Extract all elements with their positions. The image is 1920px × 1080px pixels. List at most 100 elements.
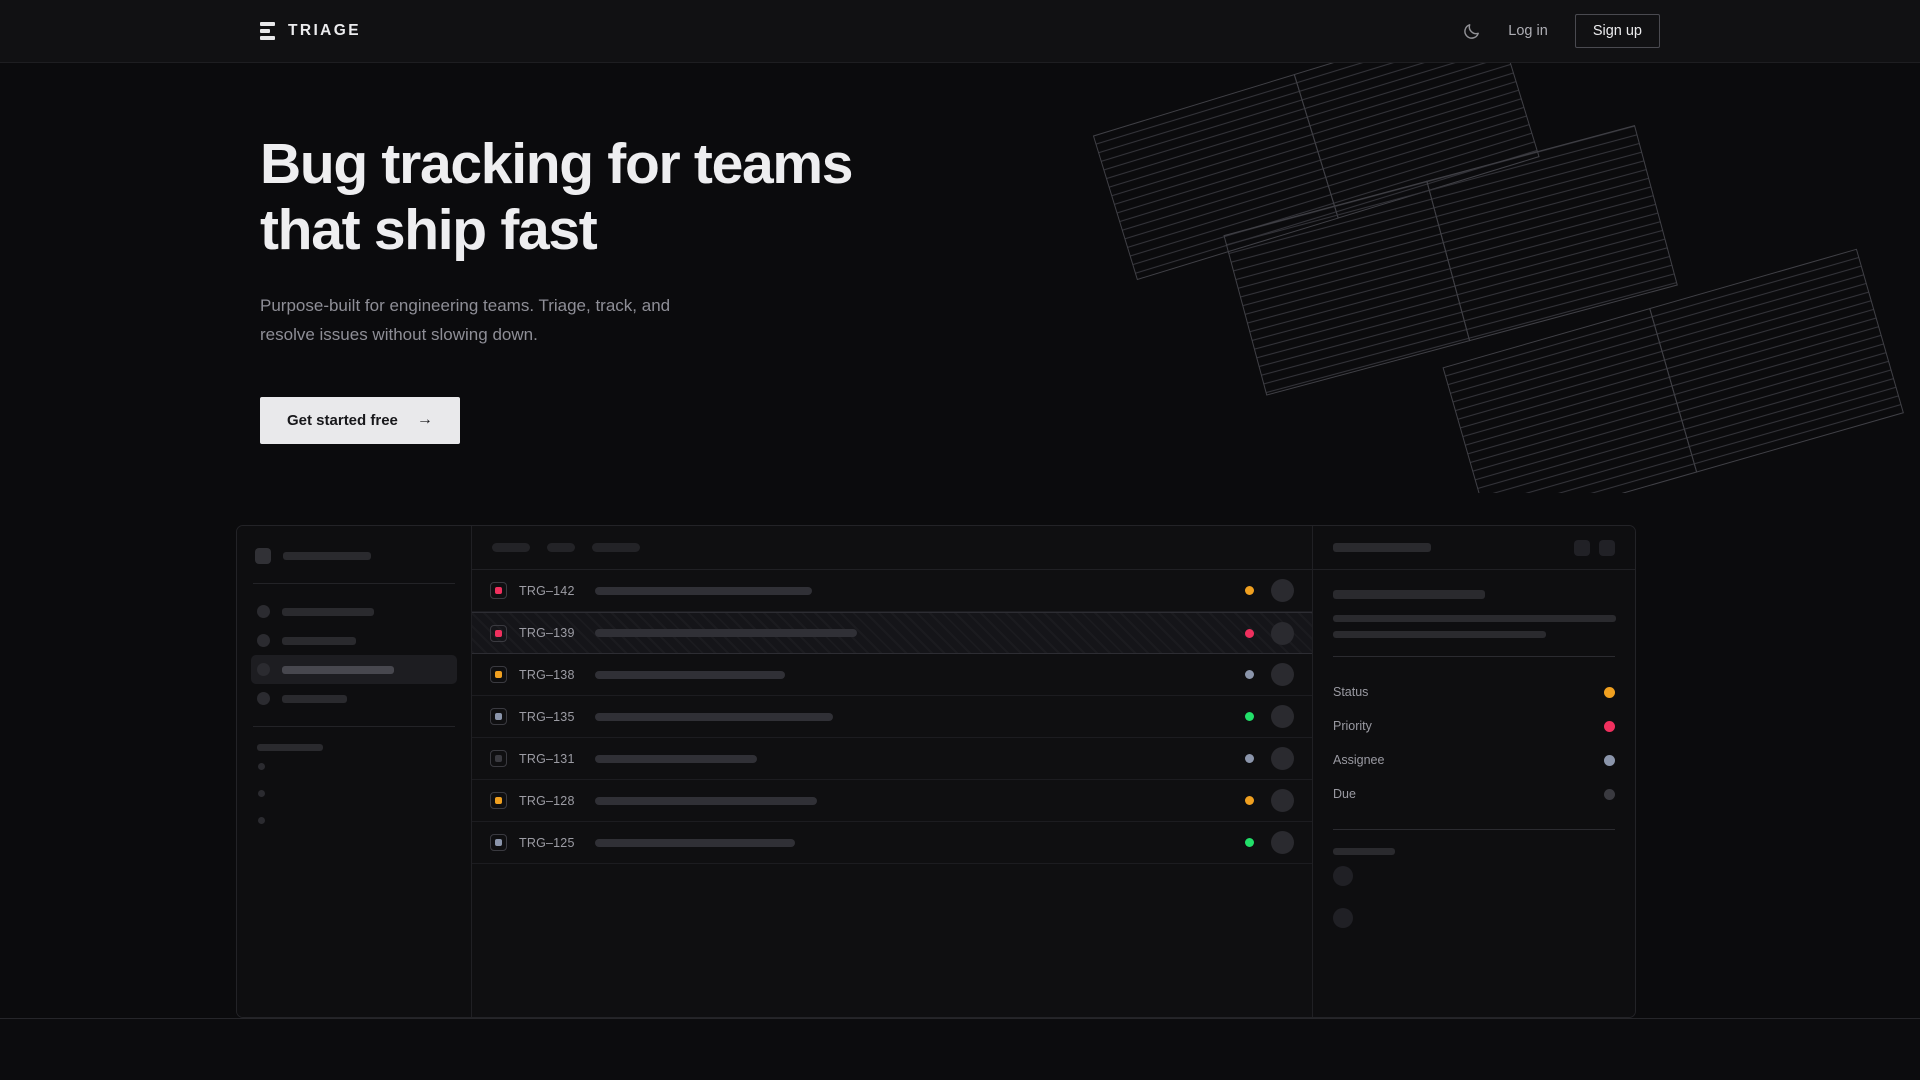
workspace-switcher[interactable]: [251, 542, 457, 570]
issue-title-placeholder: [595, 754, 757, 763]
nav-item-icon: [257, 605, 270, 618]
status-dot: [1245, 670, 1254, 679]
filter-chip-3[interactable]: [592, 543, 640, 552]
login-button[interactable]: Log in: [1508, 23, 1548, 39]
meta-label: Assignee: [1333, 753, 1385, 767]
sidebar-nav-item-4[interactable]: [251, 684, 457, 713]
issue-id: TRG–125: [519, 835, 575, 850]
nav-item-label-placeholder: [282, 694, 347, 703]
meta-value-dot: [1604, 686, 1615, 698]
filter-chip-1[interactable]: [492, 543, 530, 552]
brand-logo[interactable]: TRIAGE: [260, 22, 361, 40]
table-row[interactable]: TRG–131: [472, 738, 1312, 780]
get-started-button[interactable]: Get started free →: [260, 396, 460, 444]
table-row[interactable]: TRG–125: [472, 822, 1312, 864]
sidebar-subitem-1[interactable]: [251, 753, 457, 780]
subitem-dot-icon: [258, 817, 265, 824]
comments-label-placeholder: [1333, 848, 1395, 855]
detail-divider-meta: [1333, 656, 1615, 657]
assignee-avatar[interactable]: [1271, 663, 1294, 686]
sidebar-nav-item-3[interactable]: [251, 655, 457, 684]
hero-subtitle: Purpose-built for engineering teams. Tri…: [260, 296, 671, 345]
meta-label: Priority: [1333, 719, 1372, 733]
assignee-avatar[interactable]: [1271, 705, 1294, 728]
issue-id: TRG–139: [519, 626, 575, 640]
nav-item-icon: [257, 634, 270, 647]
assignee-avatar[interactable]: [1271, 789, 1294, 812]
table-row[interactable]: TRG–128: [472, 780, 1312, 822]
meta-value-dot: [1604, 788, 1615, 800]
table-row[interactable]: TRG–138: [472, 654, 1312, 696]
brand-name: TRIAGE: [288, 22, 361, 39]
priority-chip[interactable]: [490, 750, 507, 767]
comment-avatar: [1333, 866, 1353, 886]
sidebar-divider-top: [253, 583, 455, 584]
status-dot: [1245, 754, 1254, 763]
sidebar-nav-item-1[interactable]: [251, 597, 457, 626]
meta-row-due[interactable]: Due: [1333, 777, 1615, 811]
meta-row-status[interactable]: Status: [1333, 675, 1615, 709]
detail-title-placeholder: [1333, 543, 1431, 552]
workspace-avatar-icon: [255, 548, 271, 564]
issue-id: TRG–131: [519, 751, 575, 766]
issue-title-placeholder: [595, 796, 817, 805]
meta-label: Status: [1333, 685, 1369, 699]
issue-title-placeholder: [595, 838, 795, 847]
sidebar-subitem-2[interactable]: [251, 780, 457, 807]
triage-logo-icon: [260, 22, 275, 40]
detail-action-button-1[interactable]: [1574, 539, 1590, 556]
priority-chip[interactable]: [490, 582, 507, 599]
assignee-avatar[interactable]: [1271, 831, 1294, 854]
workspace-name-placeholder: [283, 552, 371, 560]
status-dot: [1245, 586, 1254, 595]
assignee-avatar[interactable]: [1271, 579, 1294, 602]
nav-item-label-placeholder: [282, 636, 356, 645]
priority-chip[interactable]: [490, 708, 507, 725]
nav-item-label-placeholder: [282, 607, 374, 616]
issue-id: TRG–142: [519, 583, 575, 598]
priority-chip[interactable]: [490, 792, 507, 809]
issue-id: TRG–135: [519, 709, 575, 724]
issue-list-toolbar: [472, 526, 1312, 570]
issue-id: TRG–128: [519, 793, 575, 808]
comment-avatar: [1333, 908, 1353, 928]
site-header: TRIAGE Log in Sign up: [0, 0, 1920, 63]
table-row[interactable]: TRG–139: [472, 612, 1312, 654]
signup-button[interactable]: Sign up: [1574, 14, 1660, 48]
moon-icon: [1464, 23, 1480, 39]
filter-chip-2[interactable]: [547, 543, 575, 552]
meta-value-dot: [1604, 754, 1615, 766]
issue-id: TRG–138: [519, 667, 575, 682]
subitem-dot-icon: [258, 790, 265, 797]
assignee-avatar[interactable]: [1271, 621, 1294, 645]
detail-description-line-1: [1333, 615, 1616, 622]
status-dot: [1245, 628, 1254, 638]
detail-description-line-2: [1333, 631, 1546, 638]
priority-chip[interactable]: [490, 666, 507, 683]
detail-summary-placeholder: [1333, 590, 1485, 599]
page-title: Bug tracking for teams that ship fast: [260, 132, 854, 263]
cta-label: Get started free: [287, 411, 398, 429]
assignee-avatar[interactable]: [1271, 747, 1294, 770]
detail-action-button-2[interactable]: [1599, 539, 1615, 556]
detail-divider-comments: [1333, 829, 1615, 830]
sidebar-divider-bottom: [253, 726, 455, 727]
meta-row-priority[interactable]: Priority: [1333, 709, 1615, 743]
detail-panel-header: [1313, 526, 1635, 570]
subitem-dot-icon: [258, 763, 265, 770]
table-row[interactable]: TRG–142: [472, 570, 1312, 612]
app-sidebar: [237, 526, 472, 1017]
sidebar-section-label-placeholder: [257, 744, 323, 751]
theme-toggle-button[interactable]: [1462, 22, 1481, 41]
meta-value-dot: [1604, 720, 1615, 732]
sidebar-nav-item-2[interactable]: [251, 626, 457, 655]
detail-header-actions: [1574, 539, 1615, 556]
sidebar-subitem-3[interactable]: [251, 807, 457, 834]
meta-row-assignee[interactable]: Assignee: [1333, 743, 1615, 777]
priority-chip[interactable]: [490, 624, 507, 642]
table-row[interactable]: TRG–135: [472, 696, 1312, 738]
priority-chip[interactable]: [490, 834, 507, 851]
